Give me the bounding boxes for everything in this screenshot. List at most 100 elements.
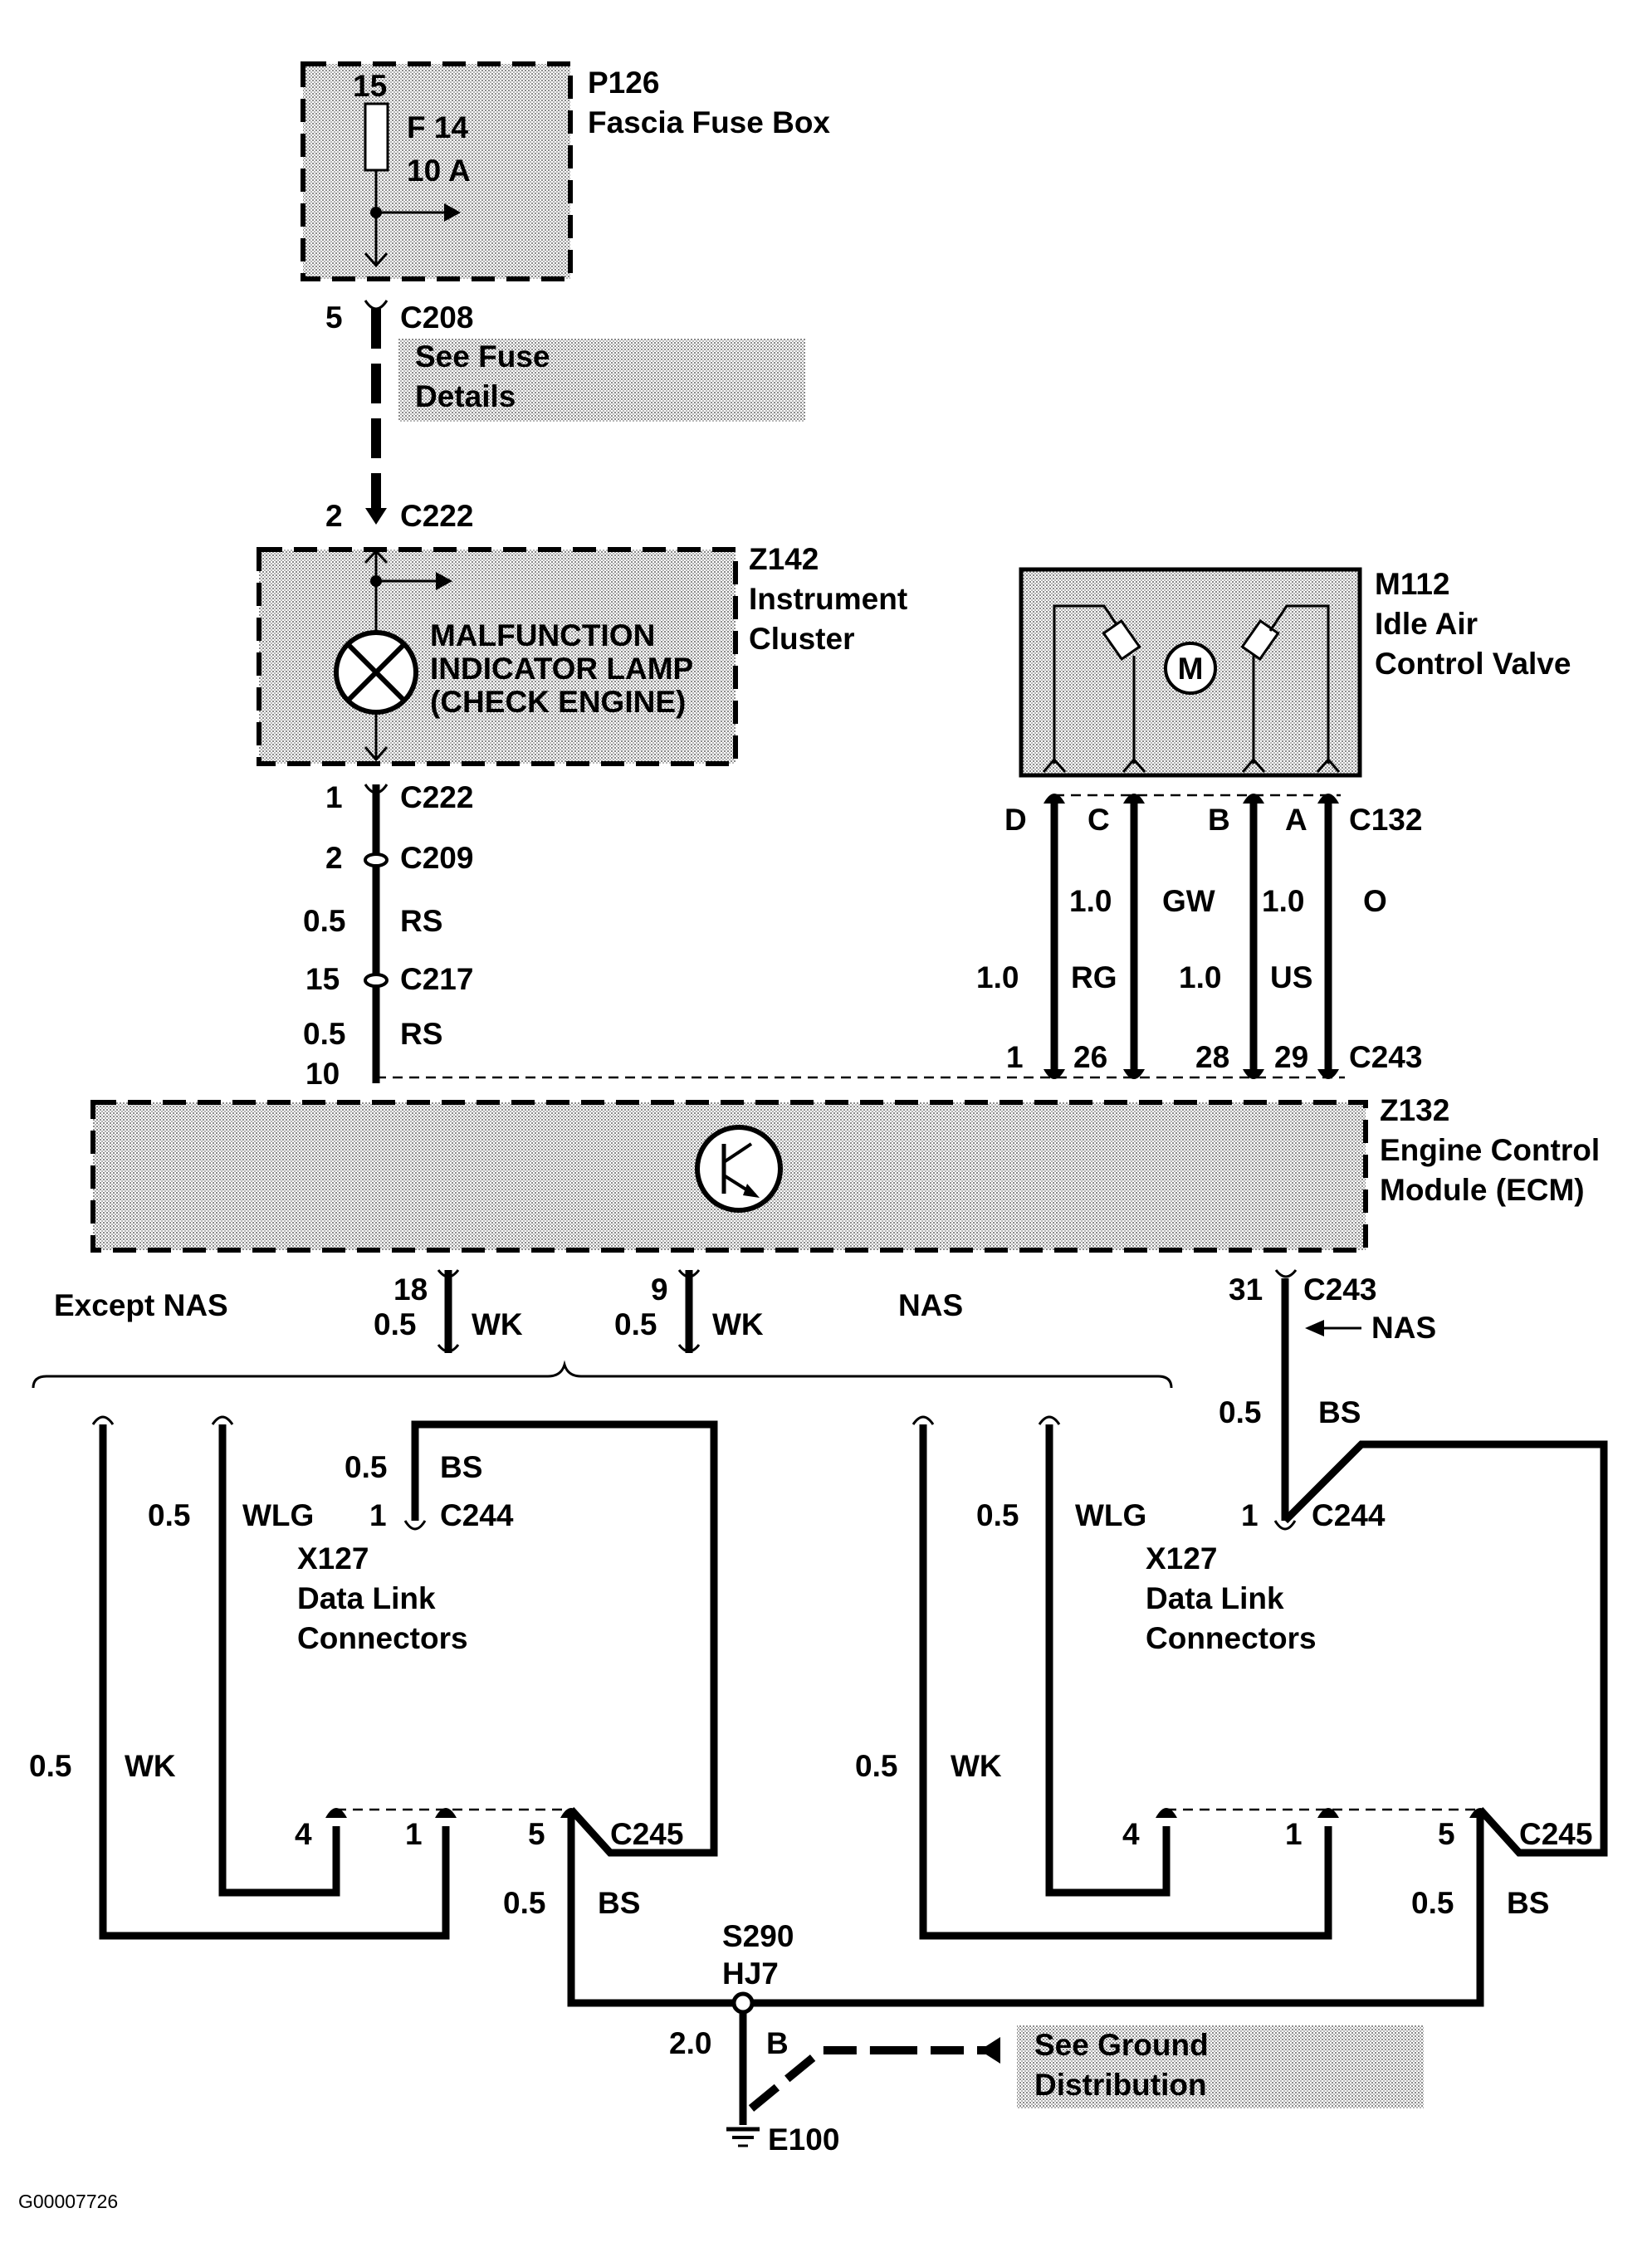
c132-wires (1043, 794, 1339, 1079)
right-c244-pin: 1 (1241, 1498, 1259, 1532)
ecm-pin-18-color: WK (472, 1307, 523, 1341)
c132-label: C132 (1349, 803, 1422, 837)
left-dlc-line2: Connectors (297, 1621, 468, 1655)
cluster-line1: Instrument (749, 582, 907, 616)
c132-pin-b: B (1208, 803, 1230, 837)
splice-id: S290 (722, 1919, 794, 1953)
lamp-line1: MALFUNCTION (430, 618, 655, 652)
c132-pin-d: D (1004, 803, 1027, 837)
iacv-line1: Idle Air (1375, 607, 1478, 641)
c208-label: C208 (400, 300, 473, 335)
right-wlg-size: 0.5 (976, 1498, 1019, 1532)
fuse-details-line1: See Fuse (415, 340, 550, 374)
c208-connector (364, 300, 389, 310)
c209-pin: 2 (325, 841, 343, 875)
splice-s290 (731, 1991, 755, 2015)
ecm-pin-31: 31 (1229, 1273, 1263, 1307)
left-wk-color: WK (125, 1749, 176, 1783)
ground-note-line2: Distribution (1034, 2068, 1207, 2102)
iacv-id: M112 (1375, 567, 1450, 601)
ground-note-line1: See Ground (1034, 2028, 1209, 2062)
right-dlc-line1: Data Link (1146, 1581, 1284, 1615)
ecm-pin-18-size: 0.5 (374, 1307, 416, 1341)
c222-top-connector (365, 508, 387, 525)
right-dlc-id: X127 (1146, 1541, 1217, 1576)
ecm-line2: Module (ECM) (1380, 1173, 1585, 1207)
wire-d-size: 1.0 (976, 960, 1019, 994)
left-c244-pin: 1 (369, 1498, 387, 1532)
motor-icon (1164, 642, 1217, 695)
arrow-down-icon (364, 252, 389, 268)
c217-label: C217 (400, 962, 473, 996)
left-out-size: 0.5 (503, 1886, 545, 1920)
left-c245-label: C245 (610, 1817, 683, 1851)
right-dlc-wiring (912, 1278, 1608, 1940)
right-c245-pin5: 5 (1438, 1817, 1455, 1851)
c209-connector (364, 852, 389, 867)
right-c245-pin1: 1 (1285, 1817, 1303, 1851)
lower-rs-color: RS (400, 1017, 442, 1051)
c217-connector (364, 973, 389, 988)
lower-rs-size: 0.5 (303, 1017, 345, 1051)
ground-wire-color: B (766, 2026, 789, 2060)
left-dlc-id: X127 (297, 1541, 369, 1576)
wire-a-lower-color: US (1270, 960, 1312, 994)
fuse-rating: 10 A (407, 154, 471, 188)
lamp-line2: INDICATOR LAMP (430, 652, 693, 686)
c222-top-label: C222 (400, 499, 473, 533)
left-wlg-color: WLG (242, 1498, 314, 1532)
ground-note (1017, 2025, 1424, 2108)
left-c244-label: C244 (440, 1498, 514, 1532)
nas-bs-size: 0.5 (1219, 1395, 1261, 1429)
right-wk-size: 0.5 (855, 1749, 897, 1783)
nas-label: NAS (898, 1288, 963, 1322)
wire-b-color: GW (1162, 884, 1215, 918)
right-c245-pin4: 4 (1122, 1817, 1140, 1851)
ecm-pin-9-size: 0.5 (614, 1307, 657, 1341)
right-wlg-color: WLG (1075, 1498, 1146, 1532)
left-c245-pin1: 1 (405, 1817, 423, 1851)
lamp-line3: (CHECK ENGINE) (430, 685, 686, 719)
right-out-size: 0.5 (1411, 1886, 1454, 1920)
right-c244-label: C244 (1312, 1498, 1386, 1532)
arrow-left-icon (980, 2037, 1000, 2064)
ecm-id: Z132 (1380, 1093, 1449, 1127)
except-nas-brace (32, 1360, 1173, 1389)
right-dlc-line2: Connectors (1146, 1621, 1317, 1655)
fuse-box (301, 61, 573, 281)
wire-a-color: O (1363, 884, 1387, 918)
upper-rs-size: 0.5 (303, 904, 345, 938)
left-wlg-size: 0.5 (148, 1498, 190, 1532)
c243-label: C243 (1349, 1040, 1422, 1074)
c243-pin-28: 28 (1195, 1040, 1229, 1074)
fuse-icon (364, 102, 389, 172)
left-dlc-wiring (91, 1415, 1484, 2007)
left-bs-size: 0.5 (345, 1450, 387, 1484)
wire-c-size: 1.0 (1069, 884, 1112, 918)
c222-bot-label: C222 (400, 780, 473, 814)
iacv-line2: Control Valve (1375, 647, 1571, 681)
ground-wire-size: 2.0 (669, 2026, 711, 2060)
fuse-box-id: P126 (588, 66, 659, 100)
except-nas-label: Except NAS (54, 1288, 228, 1322)
arrow-right-icon (436, 572, 452, 590)
c243-pin-29: 29 (1274, 1040, 1308, 1074)
c209-label: C209 (400, 841, 473, 875)
ground-e100: E100 (768, 2123, 839, 2157)
c217-pin: 15 (305, 962, 340, 996)
ecm-pin-9-color: WK (712, 1307, 764, 1341)
wire-b-size: 1.0 (1179, 960, 1221, 994)
ecm-line1: Engine Control (1380, 1133, 1600, 1167)
fuse-number: F 14 (407, 110, 468, 144)
ecm-pin-9: 9 (651, 1273, 668, 1307)
fuse-box-name: Fascia Fuse Box (588, 105, 830, 139)
nas-bs-color: BS (1318, 1395, 1361, 1429)
c243-pin-1: 1 (1006, 1040, 1024, 1074)
left-out-color: BS (598, 1886, 640, 1920)
fuse-details-note (398, 339, 805, 422)
motor-label: M (1178, 652, 1204, 686)
cluster-id: Z142 (749, 542, 819, 576)
left-c245-pin5: 5 (528, 1817, 545, 1851)
fuse-details-line2: Details (415, 379, 516, 413)
